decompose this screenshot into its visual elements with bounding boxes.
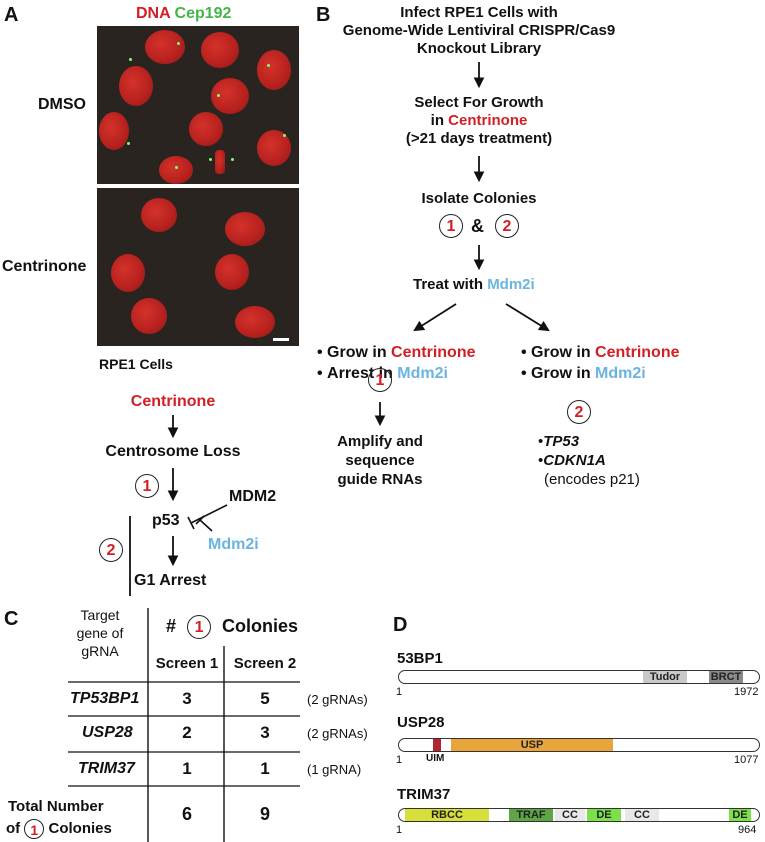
step-infect-line3: Knockout Library xyxy=(416,40,542,57)
colony-2-circle: 2 xyxy=(495,214,519,238)
total-circle: 1 xyxy=(24,819,45,840)
right-branch-circle: 2 xyxy=(567,400,591,424)
step-infect: Infect RPE1 Cells with Genome-Wide Lenti… xyxy=(329,4,629,58)
row-tp53bp1-note: (2 gRNAs) xyxy=(307,692,368,707)
left-branch-line2: • Arrest in Mdm2i xyxy=(317,365,448,382)
end-53bp1: 1972 xyxy=(734,686,759,698)
domain-traf: TRAF xyxy=(509,809,553,821)
protein-name-53bp1: 53BP1 xyxy=(397,650,443,667)
left-branch-circle: 1 xyxy=(368,368,392,392)
gene-tp53: •TP53 xyxy=(538,433,580,450)
row-trim37-s2: 1 xyxy=(260,759,270,778)
total-s2: 9 xyxy=(259,804,270,824)
domain-cc-2: CC xyxy=(625,809,659,821)
pathway-centrosome-loss: Centrosome Loss xyxy=(105,443,241,460)
row-trim37-s1: 1 xyxy=(182,759,192,778)
pathway-mdm2i: Mdm2i xyxy=(208,536,259,553)
pathway-centrinone: Centrinone xyxy=(130,393,216,410)
step-infect-line2: Genome-Wide Lentiviral CRISPR/Cas9 xyxy=(342,22,616,39)
step-select-line1: Select For Growth xyxy=(414,94,544,111)
total-s1: 6 xyxy=(181,804,192,824)
domain-de-2: DE xyxy=(729,809,751,821)
screen1-header: Screen 1 xyxy=(155,655,219,672)
screen2-header: Screen 2 xyxy=(233,655,297,672)
colony-1-circle: 1 xyxy=(439,214,463,238)
panel-a-legend: DNA Cep192 xyxy=(136,5,231,23)
domain-tudor: Tudor xyxy=(643,671,687,683)
right-branch-line1: • Grow in Centrinone xyxy=(521,344,680,361)
colonies-header: # 1 Colonies xyxy=(166,613,298,640)
domain-brct: BRCT xyxy=(709,671,743,683)
start-53bp1: 1 xyxy=(396,686,403,698)
legend-cep192: Cep192 xyxy=(174,5,232,22)
panel-b-letter: B xyxy=(316,4,331,26)
target-gene-header: Target gene of gRNA xyxy=(76,607,124,659)
micrograph-caption: RPE1 Cells xyxy=(99,356,173,372)
left-branch-conditions: • Grow in Centrinone • Arrest in Mdm2i xyxy=(317,342,476,384)
panel-a-letter: A xyxy=(4,4,19,26)
bar-usp28: USP xyxy=(398,738,760,752)
legend-dna: DNA xyxy=(136,5,171,22)
step-select-line2: in Centrinone xyxy=(430,112,528,129)
row-tp53bp1-s2: 5 xyxy=(260,689,270,708)
centrinone-micrograph xyxy=(97,188,299,346)
end-usp28: 1077 xyxy=(734,754,759,766)
left-branch-outcome: Amplify and sequence guide RNAs xyxy=(337,433,423,488)
bar-53bp1: Tudor BRCT xyxy=(398,670,760,684)
row-gene-usp28: USP28 xyxy=(82,724,133,741)
pathway-g1-arrest: G1 Arrest xyxy=(134,572,207,589)
panel-c-letter: C xyxy=(4,608,19,630)
pathway-mdm2: MDM2 xyxy=(229,488,277,505)
step-select-centrinone: Centrinone xyxy=(448,112,528,129)
row-label-dmso: DMSO xyxy=(38,96,86,113)
protein-name-trim37: TRIM37 xyxy=(397,786,451,803)
colony-labels: 1 & 2 xyxy=(439,214,529,240)
row-tp53bp1-s1: 3 xyxy=(182,689,192,708)
domain-rbcc: RBCC xyxy=(405,809,489,821)
gene-cdkn1a-note: (encodes p21) xyxy=(544,471,640,488)
scale-bar xyxy=(273,338,289,341)
domain-usp: USP xyxy=(451,739,613,751)
pathway-p53: p53 xyxy=(152,512,180,529)
row-trim37-note: (1 gRNA) xyxy=(307,762,362,777)
domain-cc-1: CC xyxy=(555,809,585,821)
colonies-header-circle: 1 xyxy=(187,615,212,640)
right-branch-genes: •TP53 •CDKN1A (encodes p21) xyxy=(538,432,640,489)
row-usp28-note: (2 gRNAs) xyxy=(307,726,368,741)
domain-uim xyxy=(433,739,441,751)
domain-de-1: DE xyxy=(587,809,621,821)
pathway-step2-circle: 2 xyxy=(99,538,123,562)
step-treat: Treat with Mdm2i xyxy=(413,276,535,293)
step-infect-line1: Infect RPE1 Cells with xyxy=(400,4,558,21)
start-usp28: 1 xyxy=(396,754,403,766)
step-treat-mdm2i: Mdm2i xyxy=(487,276,535,293)
right-branch-conditions: • Grow in Centrinone • Grow in Mdm2i xyxy=(521,342,680,384)
bar-trim37: RBCC TRAF CC DE CC DE xyxy=(398,808,760,822)
start-trim37: 1 xyxy=(396,824,403,836)
protein-name-usp28: USP28 xyxy=(397,714,445,731)
panel-d-letter: D xyxy=(393,614,408,636)
dmso-micrograph xyxy=(97,26,299,184)
right-branch-line2: • Grow in Mdm2i xyxy=(521,365,646,382)
step-select: Select For Growth in Centrinone (>21 day… xyxy=(379,94,579,148)
row-usp28-s1: 2 xyxy=(182,723,192,742)
colony-ampersand: & xyxy=(471,216,484,236)
left-branch-line1: • Grow in Centrinone xyxy=(317,344,476,361)
row-usp28-s2: 3 xyxy=(260,723,270,742)
row-gene-trim37: TRIM37 xyxy=(78,760,135,777)
label-uim: UIM xyxy=(426,753,445,764)
total-label: Total Number of 1 Colonies xyxy=(6,798,112,840)
step-select-line3: (>21 days treatment) xyxy=(405,130,553,147)
step-isolate: Isolate Colonies xyxy=(421,190,537,207)
row-label-centrinone: Centrinone xyxy=(2,258,87,275)
row-gene-tp53bp1: TP53BP1 xyxy=(70,690,140,707)
end-trim37: 964 xyxy=(738,824,757,836)
pathway-step1-circle: 1 xyxy=(135,474,159,498)
gene-cdkn1a: •CDKN1A xyxy=(538,452,606,469)
